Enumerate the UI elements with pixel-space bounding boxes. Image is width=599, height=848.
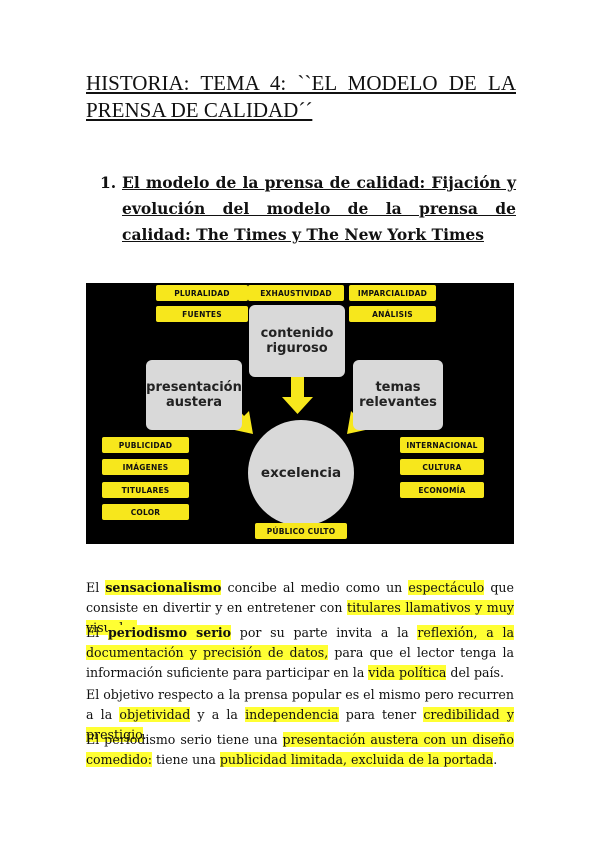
paragraph-presentacion: El periodismo serio tiene una presentaci… (86, 730, 514, 770)
text-run: El periodismo serio tiene una (86, 732, 283, 747)
document-title: HISTORIA: TEMA 4: ``EL MODELO DE LA PREN… (86, 71, 516, 122)
highlight: independencia (245, 707, 339, 722)
text-run: El (86, 580, 106, 595)
paragraph-periodismo-serio: El periodismo serio por su parte invita … (86, 623, 514, 683)
text-run: del país. (446, 665, 505, 680)
text-run: El objetivo respecto a la prensa popular… (86, 687, 514, 722)
text-run: concibe al medio como un (221, 580, 409, 595)
label-analisis: ANÁLISIS (349, 306, 436, 322)
highlight: sensacionalismo (105, 580, 222, 595)
section-title: El modelo de la prensa de calidad: Fijac… (122, 173, 516, 244)
label-exhaustividad: EXHAUSTIVIDAD (248, 285, 344, 301)
label-imagenes: IMÁGENES (102, 459, 189, 475)
box-contenido-riguroso: contenido riguroso (249, 305, 345, 377)
section-heading: 1. El modelo de la prensa de calidad: Fi… (100, 170, 516, 248)
highlight: objetividad (119, 707, 191, 722)
label-imparcialidad: IMPARCIALIDAD (349, 285, 436, 301)
highlight: espectáculo (408, 580, 485, 595)
label-publico-culto: PÚBLICO CULTO (255, 523, 347, 539)
text-run: para que el lector tenga la información … (86, 645, 514, 680)
quality-press-diagram: PLURALIDAD EXHAUSTIVIDAD IMPARCIALIDAD F… (86, 283, 514, 544)
label-pluralidad: PLURALIDAD (156, 285, 248, 301)
paragraph-objetivo: El objetivo respecto a la prensa popular… (86, 685, 514, 745)
paragraph-sensacionalismo: El sensacionalismo concibe al medio como… (86, 578, 514, 638)
text-run: . (493, 752, 498, 767)
label-economia: ECONOMÍA (400, 482, 484, 498)
label-titulares: TITULARES (102, 482, 189, 498)
text-run: que consiste en divertir y en entretener… (86, 580, 514, 615)
section-number: 1. (100, 173, 117, 192)
text-run: por su parte invita a la (231, 625, 418, 640)
highlight: publicidad limitada, excluida de la port… (219, 752, 494, 767)
label-cultura: CULTURA (400, 459, 484, 475)
box-temas-relevantes: temas relevantes (353, 360, 443, 430)
label-publicidad: PUBLICIDAD (102, 437, 189, 453)
text-run: . (142, 727, 147, 742)
circle-excelencia: excelencia (248, 420, 354, 526)
text-run: El (86, 625, 108, 640)
highlight: vida política (368, 665, 447, 680)
box-presentacion-austera: presentación austera (146, 360, 242, 430)
highlight: periodismo serio (107, 625, 232, 640)
label-fuentes: FUENTES (156, 306, 248, 322)
arrow-down-icon (282, 377, 313, 414)
text-run: tiene una (152, 752, 220, 767)
label-color: COLOR (102, 504, 189, 520)
text-run: y a la (190, 707, 246, 722)
text-run: para tener (338, 707, 424, 722)
label-internacional: INTERNACIONAL (400, 437, 484, 453)
